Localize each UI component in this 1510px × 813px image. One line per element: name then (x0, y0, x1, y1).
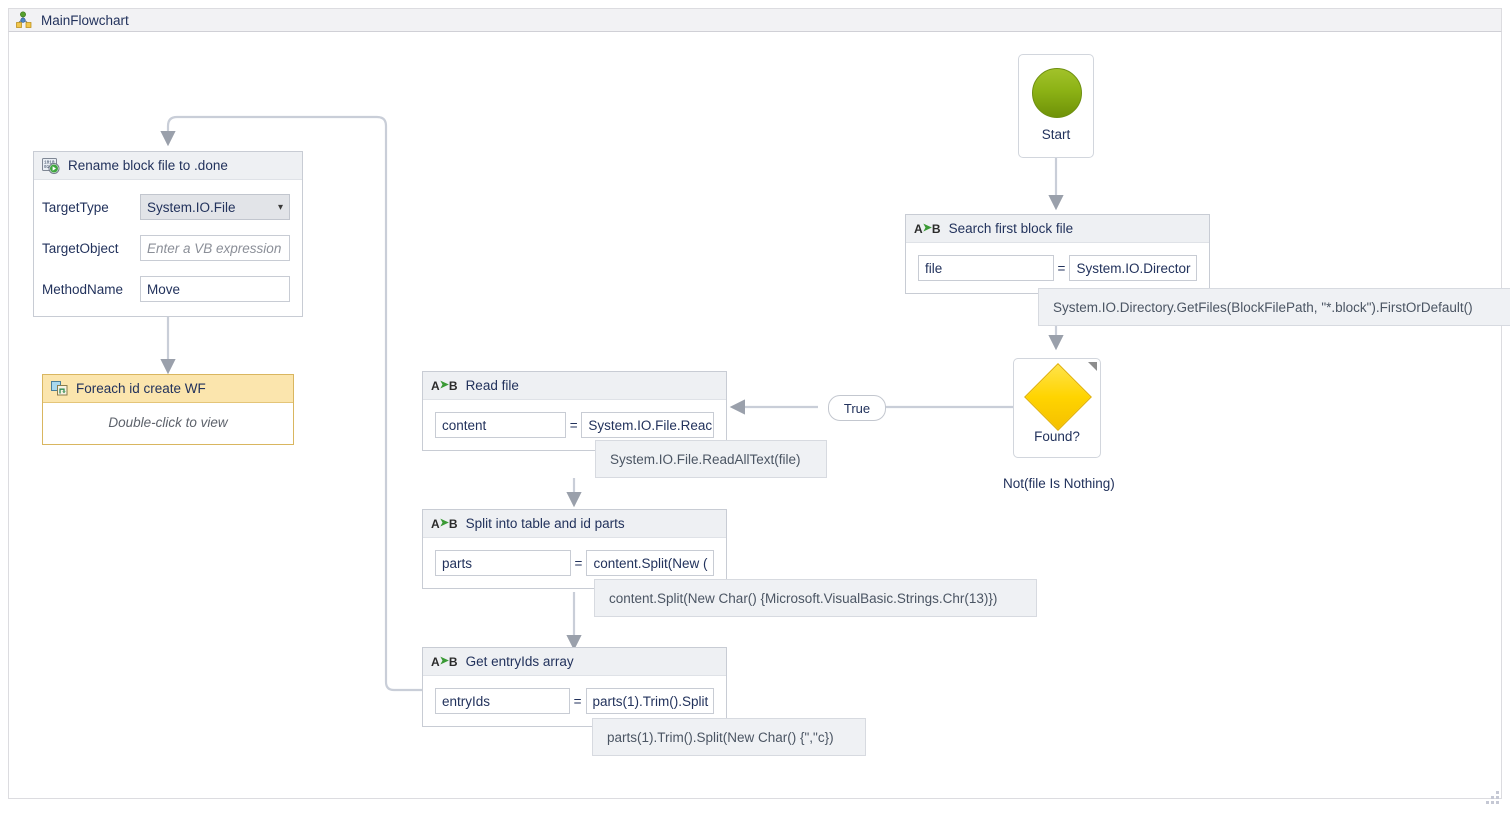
collapse-corner-icon[interactable] (1088, 362, 1097, 371)
methodname-input[interactable]: Move (140, 276, 290, 302)
expression-tooltip-read: System.IO.File.ReadAllText(file) (595, 440, 827, 478)
assign-row: content = System.IO.File.Reac (435, 412, 714, 438)
expression-tooltip-search: System.IO.Directory.GetFiles(BlockFilePa… (1038, 288, 1510, 326)
assign-icon: A➤B (431, 516, 458, 531)
property-label: TargetType (42, 199, 109, 215)
targetobject-input[interactable]: Enter a VB expression (140, 235, 290, 261)
assign-icon: A➤B (431, 654, 458, 669)
assign-operator: = (569, 417, 578, 433)
node-header: A➤B Read file (423, 372, 726, 400)
node-title: Get entryIds array (465, 654, 574, 669)
node-body: TargetType System.IO.File ▾ TargetObject… (34, 180, 302, 316)
assign-node-split-into-table-and-id-parts[interactable]: A➤B Split into table and id parts parts … (422, 509, 727, 589)
assign-node-search-first-block-file[interactable]: A➤B Search first block file file = Syste… (905, 214, 1210, 294)
assign-row: entryIds = parts(1).Trim().Split (435, 688, 714, 714)
node-title: Rename block file to .done (68, 158, 228, 173)
assign-variable-field[interactable]: file (918, 255, 1054, 281)
composite-node-foreach-id-create-wf[interactable]: Foreach id create WF Double-click to vie… (42, 374, 294, 445)
node-title: Search first block file (948, 221, 1074, 236)
decision-label: Found? (1034, 429, 1080, 444)
expression-tooltip-split: content.Split(New Char() {Microsoft.Visu… (594, 579, 1037, 617)
assign-icon: A➤B (914, 221, 941, 236)
assign-row: file = System.IO.Director (918, 255, 1197, 281)
node-header: Foreach id create WF (43, 375, 293, 403)
node-header: A➤B Get entryIds array (423, 648, 726, 676)
assign-node-get-entryids-array[interactable]: A➤B Get entryIds array entryIds = parts(… (422, 647, 727, 727)
chevron-down-icon: ▾ (277, 201, 283, 213)
assign-variable-field[interactable]: content (435, 412, 566, 438)
decision-node-found[interactable]: Found? (1013, 358, 1101, 458)
node-body: entryIds = parts(1).Trim().Split (423, 676, 726, 726)
node-header: A➤B Search first block file (906, 215, 1209, 243)
start-node[interactable]: Start (1018, 54, 1094, 158)
breadcrumb-label: MainFlowchart (41, 12, 129, 28)
resize-grip[interactable] (1486, 791, 1500, 805)
assign-expression-field[interactable]: System.IO.File.Reac (581, 412, 714, 438)
assign-operator: = (1057, 260, 1066, 276)
assign-icon: A➤B (431, 378, 458, 393)
assign-expression-field[interactable]: System.IO.Director (1069, 255, 1197, 281)
assign-row: parts = content.Split(New ( (435, 550, 715, 576)
property-row-methodname: MethodName Move (42, 276, 290, 302)
edge-label-true[interactable]: True (828, 395, 886, 421)
node-header: A➤B Split into table and id parts (423, 510, 726, 538)
node-header: 1010 0110 Rename block file to .done (34, 152, 302, 180)
node-body: parts = content.Split(New ( (423, 538, 726, 588)
targettype-combobox[interactable]: System.IO.File ▾ (140, 194, 290, 220)
property-row-targettype: TargetType System.IO.File ▾ (42, 194, 290, 220)
assign-operator: = (573, 693, 582, 709)
decision-diamond-icon (1024, 363, 1092, 431)
start-label: Start (1041, 127, 1071, 142)
property-label: TargetObject (42, 240, 119, 256)
assign-node-read-file[interactable]: A➤B Read file content = System.IO.File.R… (422, 371, 727, 451)
svg-text:1010: 1010 (44, 160, 55, 165)
flowchart-icon (15, 11, 33, 29)
node-body: content = System.IO.File.Reac (423, 400, 726, 450)
node-title: Read file (465, 378, 519, 393)
invoke-method-node-rename-block-file[interactable]: 1010 0110 Rename block file to .done Tar… (33, 151, 303, 317)
node-title: Split into table and id parts (465, 516, 625, 531)
property-label: MethodName (42, 281, 124, 297)
node-body[interactable]: Double-click to view (108, 415, 228, 430)
assign-expression-field[interactable]: parts(1).Trim().Split (585, 688, 714, 714)
assign-expression-field[interactable]: content.Split(New ( (586, 550, 715, 576)
composite-activity-icon (51, 381, 68, 396)
assign-variable-field[interactable]: entryIds (435, 688, 570, 714)
start-circle-icon (1032, 68, 1082, 118)
node-body: file = System.IO.Director (906, 243, 1209, 293)
assign-variable-field[interactable]: parts (435, 550, 571, 576)
expression-tooltip-entryids: parts(1).Trim().Split(New Char() {","c}) (592, 718, 866, 756)
breadcrumb[interactable]: MainFlowchart (8, 8, 1502, 32)
targettype-value: System.IO.File (147, 199, 236, 215)
property-row-targetobject: TargetObject Enter a VB expression (42, 235, 290, 261)
node-title: Foreach id create WF (76, 381, 206, 396)
invoke-method-icon: 1010 0110 (42, 157, 60, 174)
assign-operator: = (574, 555, 583, 571)
decision-condition-label: Not(file Is Nothing) (1003, 476, 1115, 491)
